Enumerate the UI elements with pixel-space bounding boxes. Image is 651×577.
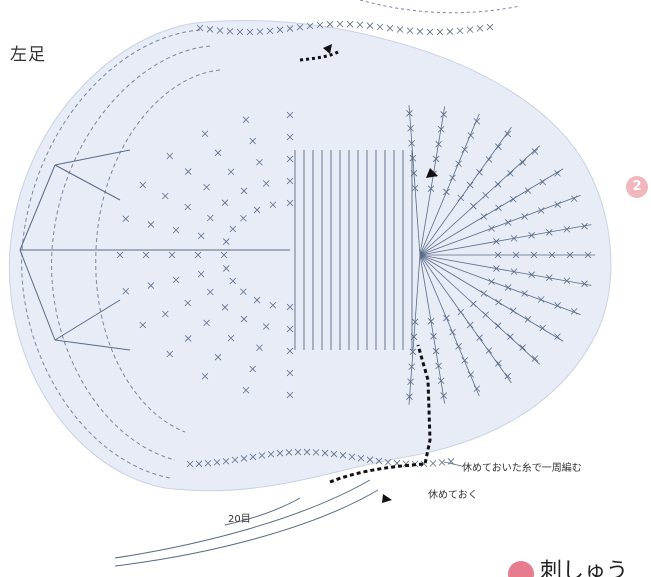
x-stitch	[347, 21, 353, 27]
x-stitch	[477, 25, 483, 31]
join-leader	[444, 462, 462, 466]
diagram-title: 左足	[10, 40, 46, 65]
x-stitch	[427, 29, 433, 35]
step-badge-2: 2	[626, 176, 648, 198]
previous-chart-edge	[360, 0, 520, 13]
x-stitch	[487, 24, 493, 30]
arrow-marker-bottom	[382, 494, 392, 503]
x-stitch	[417, 28, 423, 34]
x-stitch	[439, 460, 445, 466]
x-stitch	[387, 25, 393, 31]
x-stitch	[397, 26, 403, 32]
x-stitch	[467, 27, 473, 33]
x-stitch	[327, 21, 333, 27]
footer-heading: 刺しゅう	[540, 553, 628, 577]
rest-note: 休めておく	[428, 486, 478, 501]
sole-shape	[9, 21, 611, 491]
join-note: 休めておいた糸で一周編む	[462, 459, 582, 474]
x-stitch	[337, 21, 343, 27]
chain-count-label: 20目	[228, 510, 251, 525]
x-stitch	[407, 28, 413, 34]
x-stitch	[357, 22, 363, 28]
x-stitch	[437, 29, 443, 35]
x-stitch	[430, 460, 436, 466]
x-stitch	[367, 23, 373, 29]
x-stitch	[377, 24, 383, 30]
x-stitch	[447, 29, 453, 35]
x-stitch	[457, 28, 463, 34]
